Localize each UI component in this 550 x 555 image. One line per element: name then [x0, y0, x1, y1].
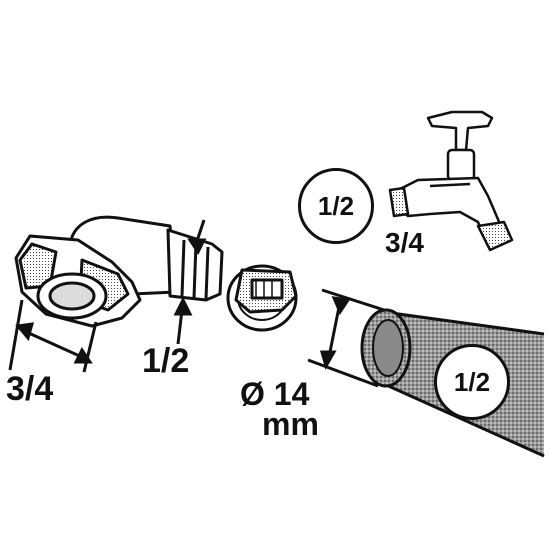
hose-diameter-lines [307, 288, 385, 388]
faucet-badge: 1/2 [298, 168, 374, 244]
hose-diameter-unit: mm [262, 406, 319, 442]
hose-diameter-label: Ø 14 [240, 376, 310, 412]
hose-badge-label: 1/2 [453, 366, 491, 397]
faucet-icon [388, 110, 514, 252]
hose-clamp-icon [226, 264, 298, 332]
faucet-thread-label: 3/4 [385, 227, 424, 258]
barb-size-arrows [173, 219, 207, 345]
elbow-connector-icon [14, 215, 224, 328]
nut-dimension-lines [8, 299, 98, 373]
connector-thread-label: 3/4 [6, 370, 54, 408]
faucet-badge-label: 1/2 [317, 190, 355, 221]
connector-barb-label: 1/2 [142, 342, 190, 380]
hose-badge: 1/2 [434, 344, 510, 420]
